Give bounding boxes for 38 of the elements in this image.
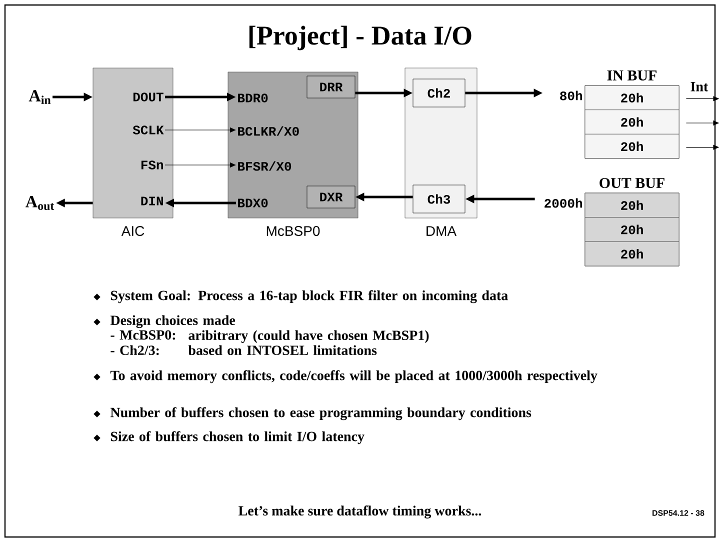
bullet-text: To avoid memory conflicts, code/coeffs will be placed at 1000/3000h respectively [110, 370, 598, 384]
slide-number: DSP54.12 - 38 [652, 510, 704, 516]
bullet-text: - Ch2/3: [110, 345, 159, 356]
bullet-text: Size of buffers chosen to limit I/O latency [110, 431, 364, 444]
register-box: DXR [306, 186, 356, 208]
register-box: DRR [306, 76, 356, 98]
address-label: 80h [560, 90, 582, 100]
pin-label: BCLKR/X0 [238, 126, 299, 136]
pin-label: BDR0 [238, 94, 268, 102]
pin-label: DIN [141, 196, 163, 206]
bullet-text: based on INTOSEL limitations [188, 345, 377, 356]
signal-label: A$_{out}$ [26, 196, 54, 210]
signal-label: A$_{in}$ [28, 90, 51, 104]
register-box: Ch3 [412, 184, 466, 214]
bullet-text: aribitrary (could have chosen McBSP1) [188, 330, 429, 343]
pin-label: BDX0 [238, 198, 268, 208]
pin-label: BFSR/X0 [238, 161, 292, 171]
buffer-cell: 20h [584, 85, 680, 110]
buffer-cell: 20h [584, 192, 680, 218]
bullet-text: Design choices made [110, 315, 236, 328]
buffer-cell: 20h [584, 134, 680, 159]
register-box: Ch2 [412, 78, 466, 108]
slide-title: [Project] - Data I/O [249, 26, 472, 50]
node-label: AIC [121, 226, 144, 236]
node-label: McBSP0 [266, 226, 320, 236]
footer-note: Let’s make sure dataflow timing works... [238, 506, 482, 518]
bullet-text: Number of buffers chosen to ease programming boundary conditions [110, 407, 532, 420]
buffer-cell: 20h [584, 217, 680, 242]
pin-label: SCLK [132, 126, 164, 134]
node-label: DMA [426, 226, 457, 236]
address-label: 2000h [544, 198, 582, 208]
edge-label: Int [689, 81, 710, 92]
pin-label: FSn [141, 160, 163, 170]
buffer-cell: 20h [584, 110, 680, 134]
bullet-text: System Goal: Process a 16-tap block FIR filter on incoming data [110, 290, 508, 304]
bullet-text: - McBSP0: [110, 330, 176, 340]
pin-label: DOUT [133, 92, 164, 102]
buffer-cell: 20h [584, 241, 680, 266]
